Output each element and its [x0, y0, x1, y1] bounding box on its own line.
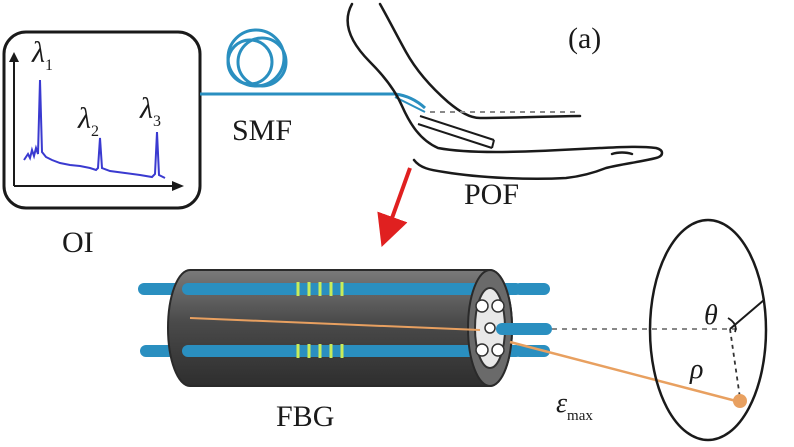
peak-1-label: λ1	[31, 36, 53, 74]
spectrum-trace	[23, 79, 166, 179]
panel-label: (a)	[568, 22, 601, 55]
radius-label: ρ	[689, 354, 703, 385]
strain-label: εmax	[556, 388, 593, 424]
grating-upper	[296, 282, 344, 296]
smf-label: SMF	[232, 114, 292, 147]
interrogator-label: OI	[62, 226, 94, 259]
pof-fiber	[417, 115, 495, 149]
radius-dashed-line	[729, 328, 741, 399]
smf-fiber	[200, 28, 427, 113]
strain-point	[733, 394, 747, 408]
angle-label: θ	[704, 300, 718, 331]
fiber-upper	[182, 283, 522, 295]
fiber-middle-end	[496, 323, 552, 335]
fiber-upper-right-end	[514, 283, 550, 295]
fbg-sensor	[138, 269, 552, 387]
grating-lower	[296, 344, 344, 358]
angle-arc	[727, 317, 737, 333]
zoom-arrow-icon	[377, 167, 412, 248]
peak-3-label: λ3	[139, 92, 161, 130]
strain-vector	[509, 340, 741, 404]
strain-line-inner	[189, 317, 481, 331]
cross-section-ellipse	[648, 218, 768, 442]
x-axis-arrow-icon	[172, 181, 184, 191]
pof-label: POF	[464, 178, 519, 211]
arm-illustration	[346, 2, 664, 180]
fbg-label: FBG	[276, 400, 334, 433]
fiber-lower	[182, 345, 522, 357]
cross-section: θ ρ	[648, 218, 768, 442]
fiber-end-holes	[475, 299, 505, 357]
peak-2-label: λ2	[77, 102, 99, 140]
interrogator-box	[2, 30, 202, 210]
angle-ray	[729, 299, 765, 330]
y-axis-arrow-icon	[9, 52, 19, 62]
fiber-lower-right-end	[514, 345, 550, 357]
optical-interrogator: λ1 λ2 λ3	[2, 30, 202, 210]
